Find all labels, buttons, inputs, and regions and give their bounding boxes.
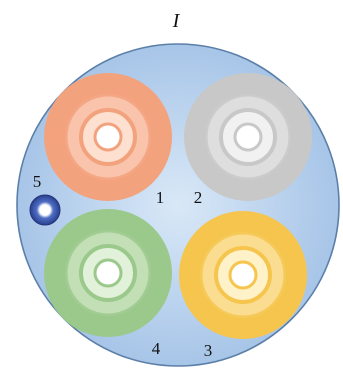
label-4: 4 [152, 339, 161, 358]
label-1: 1 [156, 188, 165, 207]
disc-4 [44, 209, 172, 337]
disc-3 [179, 211, 307, 339]
disc-2 [184, 73, 312, 201]
label-5: 5 [33, 172, 42, 191]
disc-1 [44, 73, 172, 201]
label-2: 2 [194, 188, 203, 207]
label-3: 3 [204, 341, 213, 360]
diagram-title: I [172, 10, 181, 32]
small-disc-5 [29, 194, 61, 226]
